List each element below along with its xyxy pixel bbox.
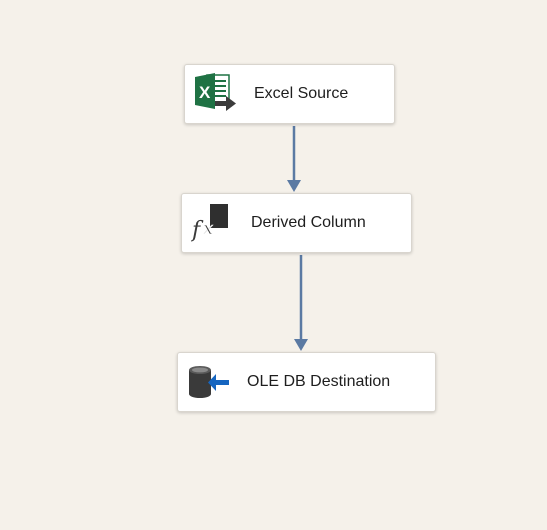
- arrowhead: [294, 339, 308, 351]
- task-label: OLE DB Destination: [247, 373, 391, 390]
- task-label: Derived Column: [251, 214, 366, 231]
- svg-text:X: X: [199, 83, 211, 102]
- connector-excel-to-derived[interactable]: [287, 126, 301, 192]
- derived-column-fx-icon: f x: [191, 204, 228, 243]
- connector-derived-to-oledb[interactable]: [294, 255, 308, 351]
- svg-text:x: x: [203, 218, 213, 239]
- arrowhead: [287, 180, 301, 192]
- excel-source-icon: X: [195, 73, 236, 111]
- ole-db-destination-task[interactable]: OLE DB Destination: [177, 352, 436, 412]
- task-label: Excel Source: [254, 85, 349, 102]
- excel-source-task[interactable]: X Excel Source: [184, 64, 395, 124]
- derived-column-task[interactable]: f x Derived Column: [181, 193, 412, 253]
- ole-db-destination-icon: [189, 366, 229, 398]
